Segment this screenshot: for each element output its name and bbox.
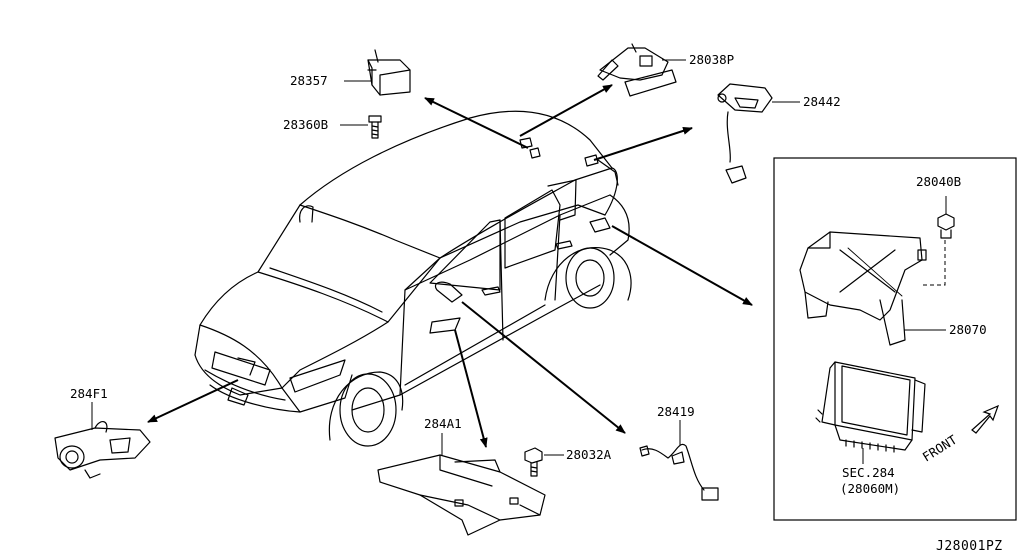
front-direction-arrow	[971, 404, 1000, 434]
label-28419: 28419	[657, 404, 695, 419]
detail-inset-frame	[773, 157, 1017, 521]
label-284F1: 284F1	[70, 386, 108, 401]
label-28442: 28442	[803, 94, 841, 109]
part-28070-bracket	[799, 231, 927, 346]
label-28357: 28357	[290, 73, 328, 88]
label-284A1: 284A1	[424, 416, 462, 431]
part-28038P-illustration	[597, 43, 677, 97]
part-28040B-nut	[937, 213, 955, 239]
label-28038P: 28038P	[689, 52, 734, 67]
part-284F1-illustration	[54, 421, 151, 479]
label-28360B: 28360B	[283, 117, 328, 132]
part-28419-illustration	[639, 443, 719, 501]
part-28357-illustration	[367, 49, 411, 96]
dashed-install-guide	[920, 240, 946, 286]
control-unit-28060M	[815, 361, 926, 453]
part-28360B-bolt	[368, 115, 382, 139]
label-leader-lines	[91, 59, 947, 464]
label-28032A: 28032A	[566, 447, 612, 462]
diagram-code: J28001PZ	[936, 539, 1003, 554]
label-28070: 28070	[949, 322, 987, 337]
reference-arrows	[147, 84, 753, 448]
label-28040B: 28040B	[916, 174, 961, 189]
label-section-ref: SEC.284	[842, 465, 895, 480]
part-28442-illustration	[717, 83, 773, 184]
label-front: FRONT	[920, 432, 960, 465]
vehicle-illustration	[194, 110, 632, 447]
part-284A1-illustration	[377, 454, 546, 536]
label-section-part: (28060M)	[840, 481, 900, 496]
part-28032A-bolt	[524, 447, 543, 477]
